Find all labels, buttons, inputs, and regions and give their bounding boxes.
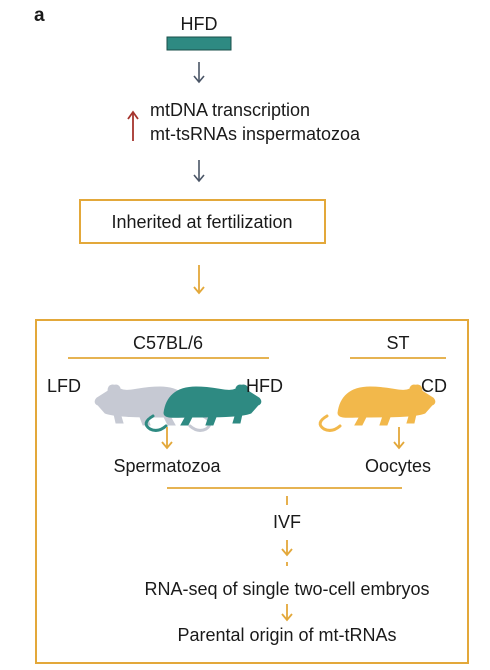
mouse-cd-label: CD (421, 376, 447, 396)
inherited-box (79, 199, 326, 244)
hfd-bar (166, 36, 232, 51)
arrow-down-icon (393, 427, 405, 450)
arrow-down-icon (193, 265, 205, 295)
oocytes-label: Oocytes (364, 456, 432, 476)
arrow-down-icon (161, 427, 173, 450)
arrow-down-icon (281, 604, 293, 622)
inherited-label: Inherited at fertilization (111, 212, 293, 232)
diet-label: HFD (180, 14, 218, 34)
experiment-frame (35, 319, 469, 664)
mouse-icon (318, 383, 437, 432)
ivf-label: IVF (272, 512, 302, 532)
mouse-lfd-label: LFD (47, 376, 82, 396)
panel-label: a (34, 5, 45, 26)
arrow-down-icon (193, 62, 205, 84)
spermatozoa-label: Spermatozoa (113, 456, 221, 476)
rnaseq-label: RNA-seq of single two-cell embryos (144, 579, 430, 599)
origin-label: Parental origin of mt-tRNAs (177, 625, 397, 645)
mouse-hfd-label: HFD (246, 376, 283, 396)
strain-c57-label: C57BL/6 (132, 333, 204, 353)
arrow-up-icon (127, 110, 139, 141)
arrow-down-icon (281, 540, 293, 566)
strain-st-label: ST (386, 333, 410, 353)
arrow-down-icon (193, 160, 205, 183)
mtdna-text: mtDNA transcription (150, 100, 311, 120)
mt-tsrnas-text: mt-tsRNAs inspermatozoa (150, 124, 361, 144)
